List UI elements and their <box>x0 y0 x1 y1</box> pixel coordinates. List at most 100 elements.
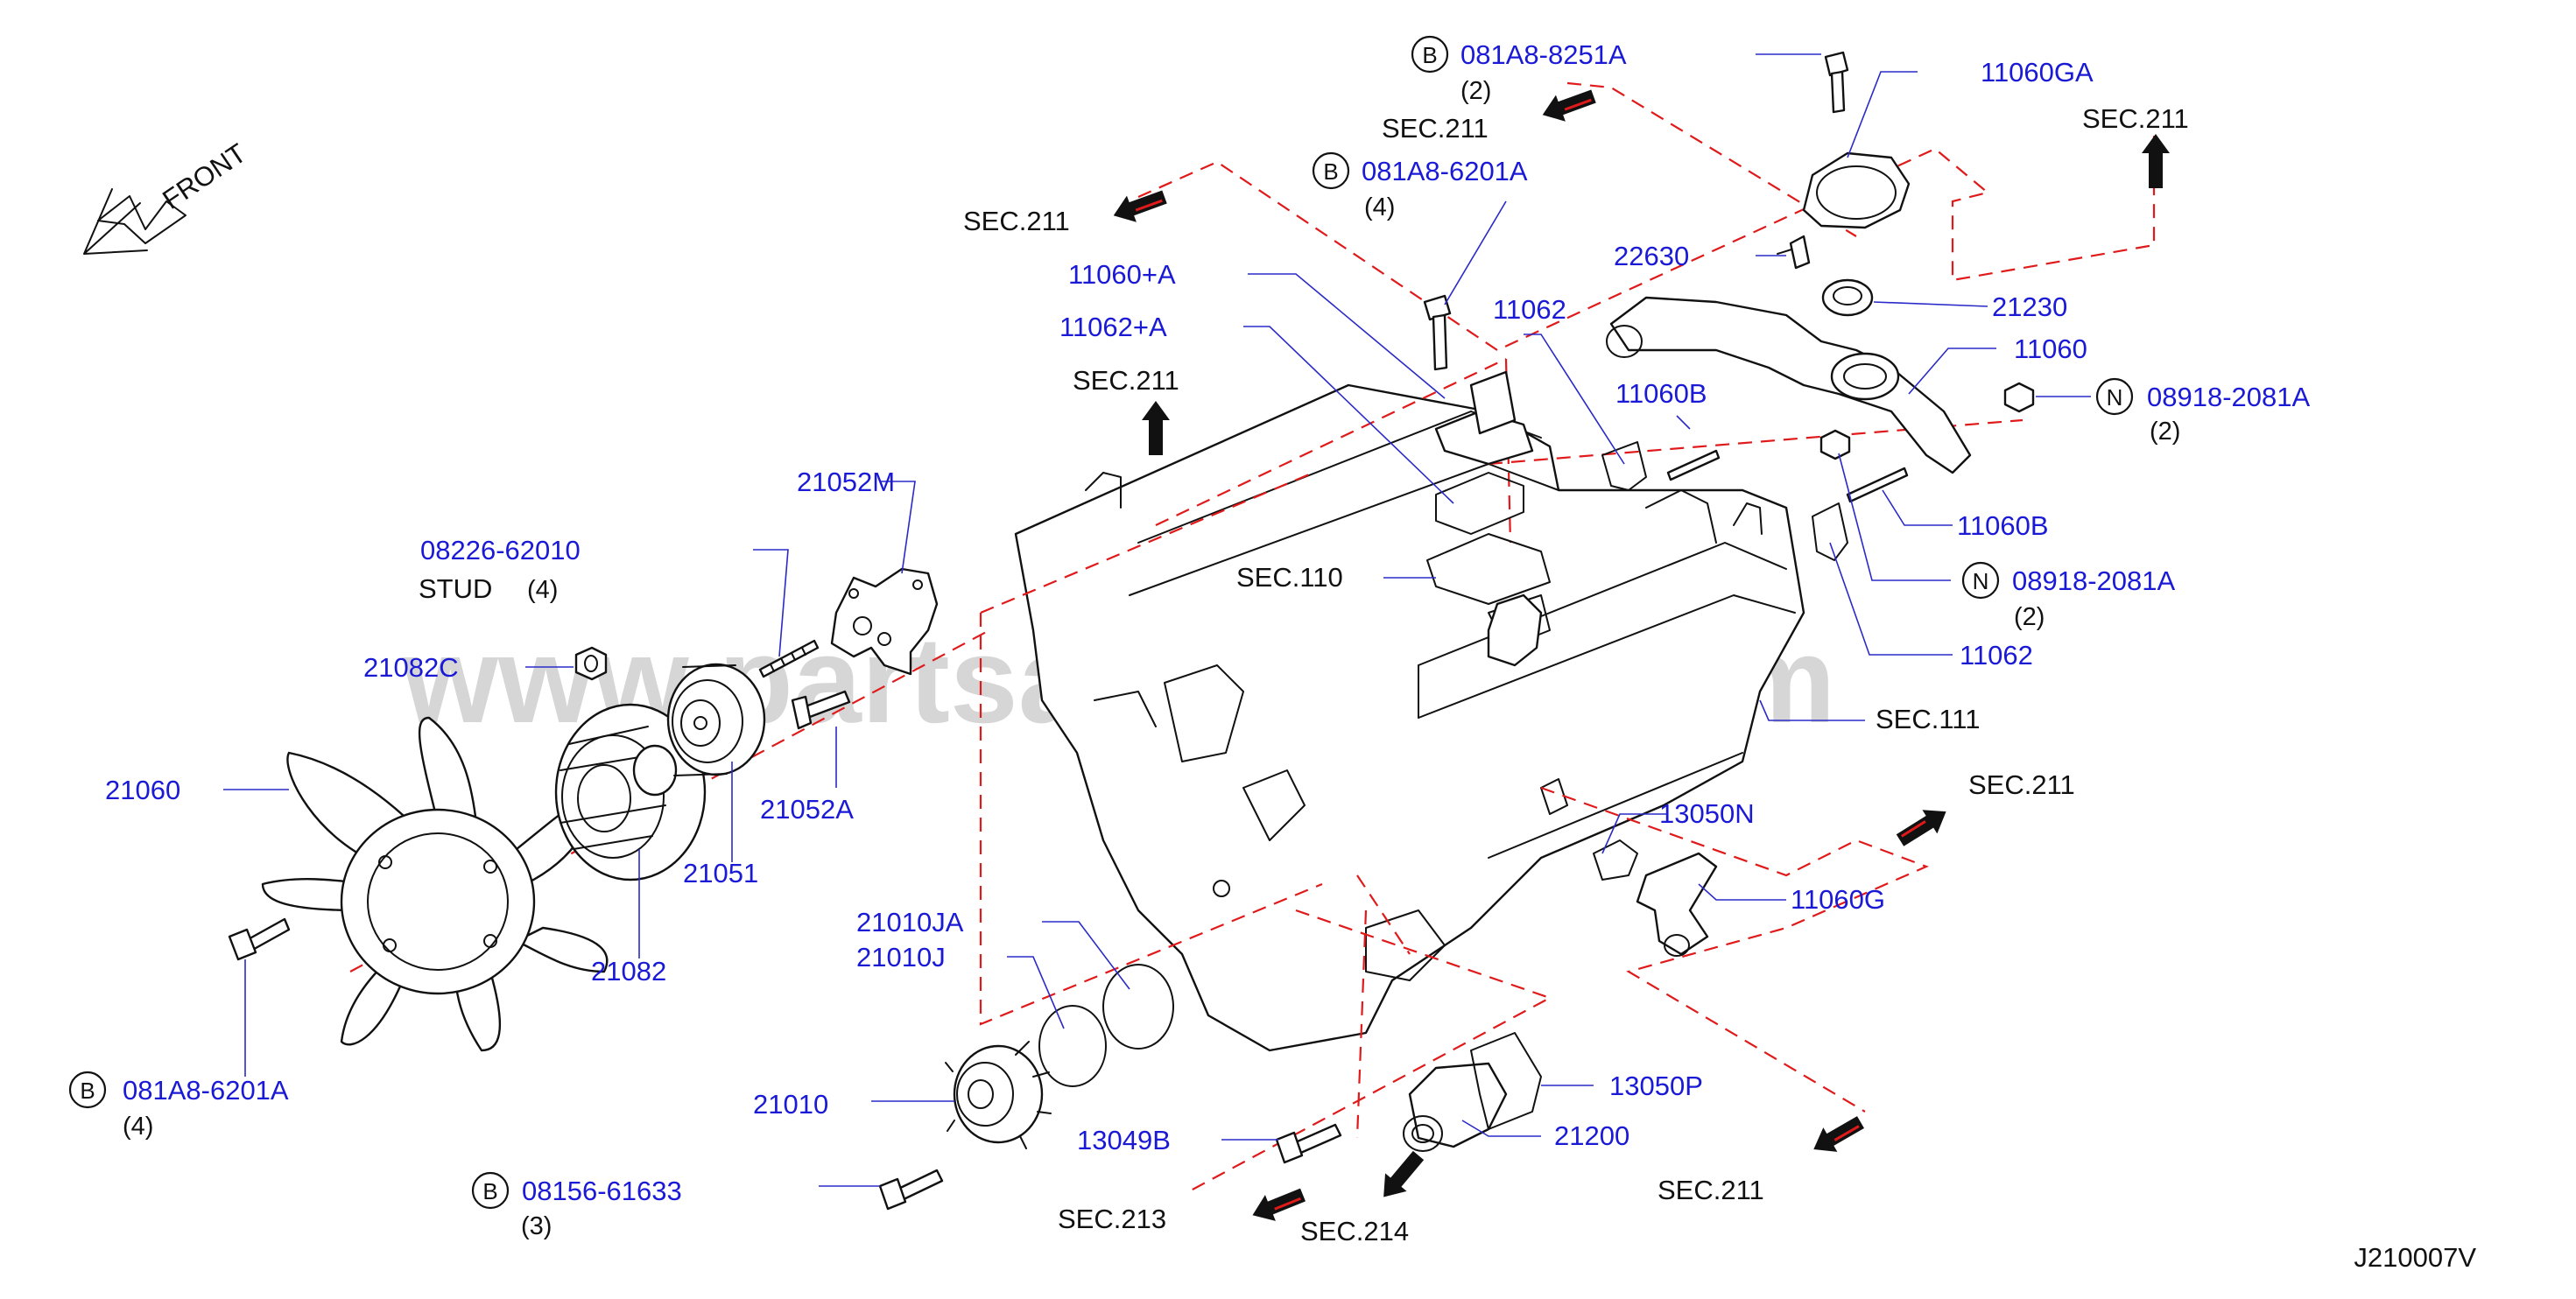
label-11060b-lower: 11060B <box>1957 510 2049 541</box>
label-21052a: 21052A <box>760 794 854 825</box>
svg-text:N: N <box>2107 384 2123 411</box>
svg-text:(3): (3) <box>521 1212 552 1240</box>
svg-text:(4): (4) <box>1364 193 1395 221</box>
sensor-22630 <box>1777 235 1811 270</box>
label-13050p: 13050P <box>1609 1071 1703 1101</box>
bolt-13049b <box>1275 1123 1342 1164</box>
section-arrows <box>1113 89 2170 1221</box>
label-11060: 11060 <box>2014 334 2087 364</box>
svg-text:081A8-6201A: 081A8-6201A <box>123 1075 289 1106</box>
front-arrow-icon <box>83 188 187 255</box>
label-13049b: 13049B <box>1077 1125 1171 1155</box>
arrow-icon <box>2142 134 2170 188</box>
arrow-icon <box>1383 1150 1425 1197</box>
bolt-08156-61633 <box>878 1169 944 1211</box>
stud-11060b <box>1666 449 1909 503</box>
sec-211-top-center: SEC.211 <box>1382 113 1489 144</box>
svg-text:08226-62010: 08226-62010 <box>420 535 581 565</box>
label-081a8-6201a-lower: B 081A8-6201A (4) <box>68 1071 289 1141</box>
svg-text:08156-61633: 08156-61633 <box>522 1176 682 1206</box>
label-11062-lower: 11062 <box>1960 640 2033 671</box>
label-21010: 21010 <box>753 1089 828 1120</box>
outlet-11060+a <box>1434 370 1534 466</box>
svg-text:08918-2081A: 08918-2081A <box>2012 565 2175 596</box>
fan-21060 <box>261 716 609 1052</box>
housing-21200 <box>1403 1062 1508 1152</box>
sec-211-top-right: SEC.211 <box>2082 103 2189 134</box>
label-11060+a: 11060+A <box>1068 259 1176 290</box>
cover-11060ga <box>1802 151 1911 229</box>
bolt-081a8-6201a-top <box>1423 294 1452 371</box>
arrow-icon <box>1252 1188 1306 1221</box>
gasket-13050n <box>1593 839 1638 881</box>
label-21052m: 21052M <box>797 467 895 497</box>
svg-text:081A8-6201A: 081A8-6201A <box>1362 156 1528 186</box>
svg-text:N: N <box>1973 568 1989 594</box>
gasket-sec110 <box>1426 533 1551 667</box>
nut-08918-2081a-upper <box>2003 382 2035 413</box>
svg-text:B: B <box>80 1078 95 1104</box>
arrow-icon <box>1896 810 1946 846</box>
pipe-11060 <box>1606 296 1972 474</box>
nut-21082c <box>574 646 608 681</box>
front-label: FRONT <box>157 137 251 215</box>
label-21082: 21082 <box>591 956 666 987</box>
svg-text:B: B <box>1422 42 1437 68</box>
label-11060g: 11060G <box>1791 884 1885 915</box>
outlet-11060g <box>1636 852 1718 957</box>
svg-text:081A8-8251A: 081A8-8251A <box>1460 39 1627 70</box>
thermostat-21230 <box>1821 278 1874 317</box>
label-11060b-upper: 11060B <box>1615 378 1707 409</box>
leader-lines <box>223 53 2091 1187</box>
label-081a8-6201a-top: B 081A8-6201A (4) <box>1312 151 1528 221</box>
nut-type-badge <box>1961 561 2000 600</box>
label-21200: 21200 <box>1554 1120 1629 1151</box>
bracket-21052m <box>830 567 939 676</box>
sec-211-mid-left: SEC.211 <box>1073 365 1179 396</box>
label-08918-2081a-upper: N 08918-2081A (2) <box>2095 377 2310 446</box>
svg-text:08918-2081A: 08918-2081A <box>2147 382 2310 412</box>
label-21051: 21051 <box>683 858 758 888</box>
svg-text:B: B <box>1323 158 1338 185</box>
bolt-type-badge <box>68 1071 107 1109</box>
label-08226-62010: 08226-62010 STUD (4) <box>419 535 581 604</box>
svg-text:(2): (2) <box>2150 418 2180 446</box>
svg-text:(2): (2) <box>2014 603 2045 631</box>
gasket-11062 <box>1601 441 1848 561</box>
bolt-type-badge <box>1411 35 1449 74</box>
pulley-21051 <box>666 663 766 776</box>
label-21010j: 21010J <box>856 942 946 972</box>
svg-text:STUD: STUD <box>419 573 492 604</box>
sec-214: SEC.214 <box>1300 1216 1409 1246</box>
water-pump-21010 <box>945 1041 1052 1149</box>
sec-110: SEC.110 <box>1236 562 1343 593</box>
sec-111: SEC.111 <box>1876 704 1980 734</box>
gasket-11062+a <box>1435 472 1524 535</box>
arrow-icon <box>1113 190 1167 222</box>
arrow-icon <box>1142 401 1170 455</box>
bolt-type-badge <box>1312 151 1350 190</box>
label-21230: 21230 <box>1992 291 2067 322</box>
stud-08226-62010 <box>758 639 820 678</box>
label-21060: 21060 <box>105 775 180 805</box>
svg-text:(4): (4) <box>123 1113 153 1141</box>
fan-clutch-21082 <box>554 703 707 881</box>
label-11062-top: 11062 <box>1493 294 1566 325</box>
label-08156-61633: B 08156-61633 (3) <box>471 1171 682 1240</box>
nut-08918-2081a-lower <box>1819 429 1851 460</box>
gasket-21010ja <box>1102 964 1174 1050</box>
svg-text:(2): (2) <box>1460 77 1491 105</box>
bolt-081a8-8251a <box>1824 51 1849 114</box>
sec-213: SEC.213 <box>1058 1204 1166 1234</box>
gasket-13050p <box>1470 1032 1542 1130</box>
arrow-icon <box>1813 1116 1864 1152</box>
sec-211-top-left: SEC.211 <box>963 206 1070 236</box>
label-11060ga: 11060GA <box>1981 57 2094 88</box>
arrow-icon <box>1542 89 1596 122</box>
bolt-21052a <box>791 690 851 730</box>
sec-211-bottom-right: SEC.211 <box>1658 1175 1764 1205</box>
label-13050n: 13050N <box>1659 798 1755 829</box>
label-081a8-8251a: B 081A8-8251A (2) <box>1411 35 1627 105</box>
bolt-081a8-6201a-fan <box>228 917 291 961</box>
